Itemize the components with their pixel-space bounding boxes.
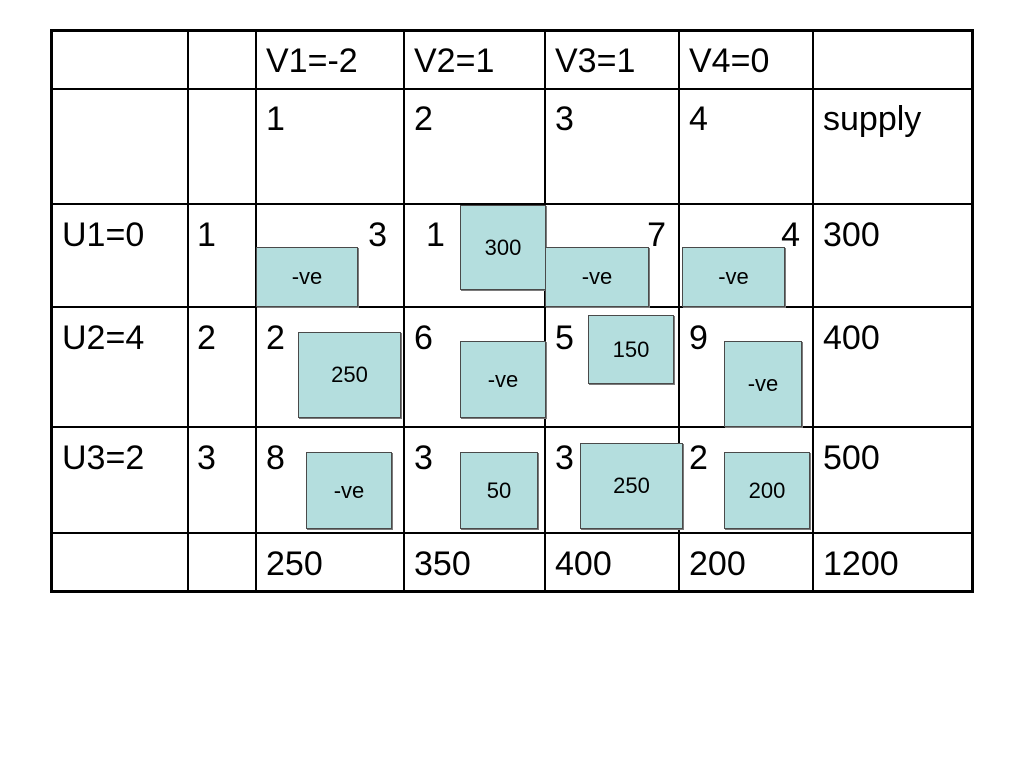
column-divider: [812, 29, 814, 592]
column-divider: [403, 29, 405, 592]
supply-2: 400: [823, 319, 880, 357]
demand-4: 200: [689, 545, 746, 583]
v1-label: V1=-2: [266, 42, 358, 80]
allocation-box-2-1: 250: [298, 332, 401, 418]
table-border-bottom: [50, 590, 974, 593]
destination-4-label: 4: [689, 100, 708, 138]
table-border-top: [50, 29, 974, 32]
column-divider: [678, 29, 680, 592]
destination-2-label: 2: [414, 100, 433, 138]
column-divider: [187, 29, 189, 592]
allocation-box-1-1: -ve: [256, 247, 358, 307]
cost-1-2: 1: [426, 216, 445, 254]
source-3-label: 3: [197, 439, 216, 477]
table-border-left: [50, 29, 53, 592]
cost-2-4: 9: [689, 319, 708, 357]
total-supply-demand: 1200: [823, 545, 899, 583]
v4-label: V4=0: [689, 42, 770, 80]
u2-label: U2=4: [62, 319, 145, 357]
allocation-box-2-2: -ve: [460, 341, 546, 418]
cost-2-2: 6: [414, 319, 433, 357]
cost-3-3: 3: [555, 439, 574, 477]
demand-2: 350: [414, 545, 471, 583]
row-divider: [50, 426, 974, 428]
table-border-right: [971, 29, 974, 592]
allocation-box-1-3: -ve: [545, 247, 649, 307]
u3-label: U3=2: [62, 439, 145, 477]
allocation-box-1-4: -ve: [682, 247, 785, 307]
allocation-box-2-3: 150: [588, 315, 674, 384]
demand-3: 400: [555, 545, 612, 583]
cost-2-3: 5: [555, 319, 574, 357]
allocation-box-3-3: 250: [580, 443, 683, 529]
allocation-box-3-4: 200: [724, 452, 810, 529]
allocation-box-1-2: 300: [460, 205, 546, 290]
allocation-box-2-4: -ve: [724, 341, 802, 427]
cost-2-1: 2: [266, 319, 285, 357]
allocation-box-3-2: 50: [460, 452, 538, 529]
supply-header: supply: [823, 100, 922, 138]
cost-1-4: 4: [781, 216, 800, 254]
row-divider: [50, 203, 974, 205]
row-divider: [50, 88, 974, 90]
v2-label: V2=1: [414, 42, 495, 80]
supply-3: 500: [823, 439, 880, 477]
destination-3-label: 3: [555, 100, 574, 138]
cost-3-4: 2: [689, 439, 708, 477]
row-divider: [50, 532, 974, 534]
cost-1-3: 7: [647, 216, 666, 254]
v3-label: V3=1: [555, 42, 636, 80]
source-2-label: 2: [197, 319, 216, 357]
cost-1-1: 3: [368, 216, 387, 254]
source-1-label: 1: [197, 216, 216, 254]
demand-1: 250: [266, 545, 323, 583]
destination-1-label: 1: [266, 100, 285, 138]
cost-3-2: 3: [414, 439, 433, 477]
supply-1: 300: [823, 216, 880, 254]
column-divider: [544, 29, 546, 592]
allocation-box-3-1: -ve: [306, 452, 392, 529]
u1-label: U1=0: [62, 216, 145, 254]
cost-3-1: 8: [266, 439, 285, 477]
column-divider: [255, 29, 257, 592]
row-divider: [50, 306, 974, 308]
